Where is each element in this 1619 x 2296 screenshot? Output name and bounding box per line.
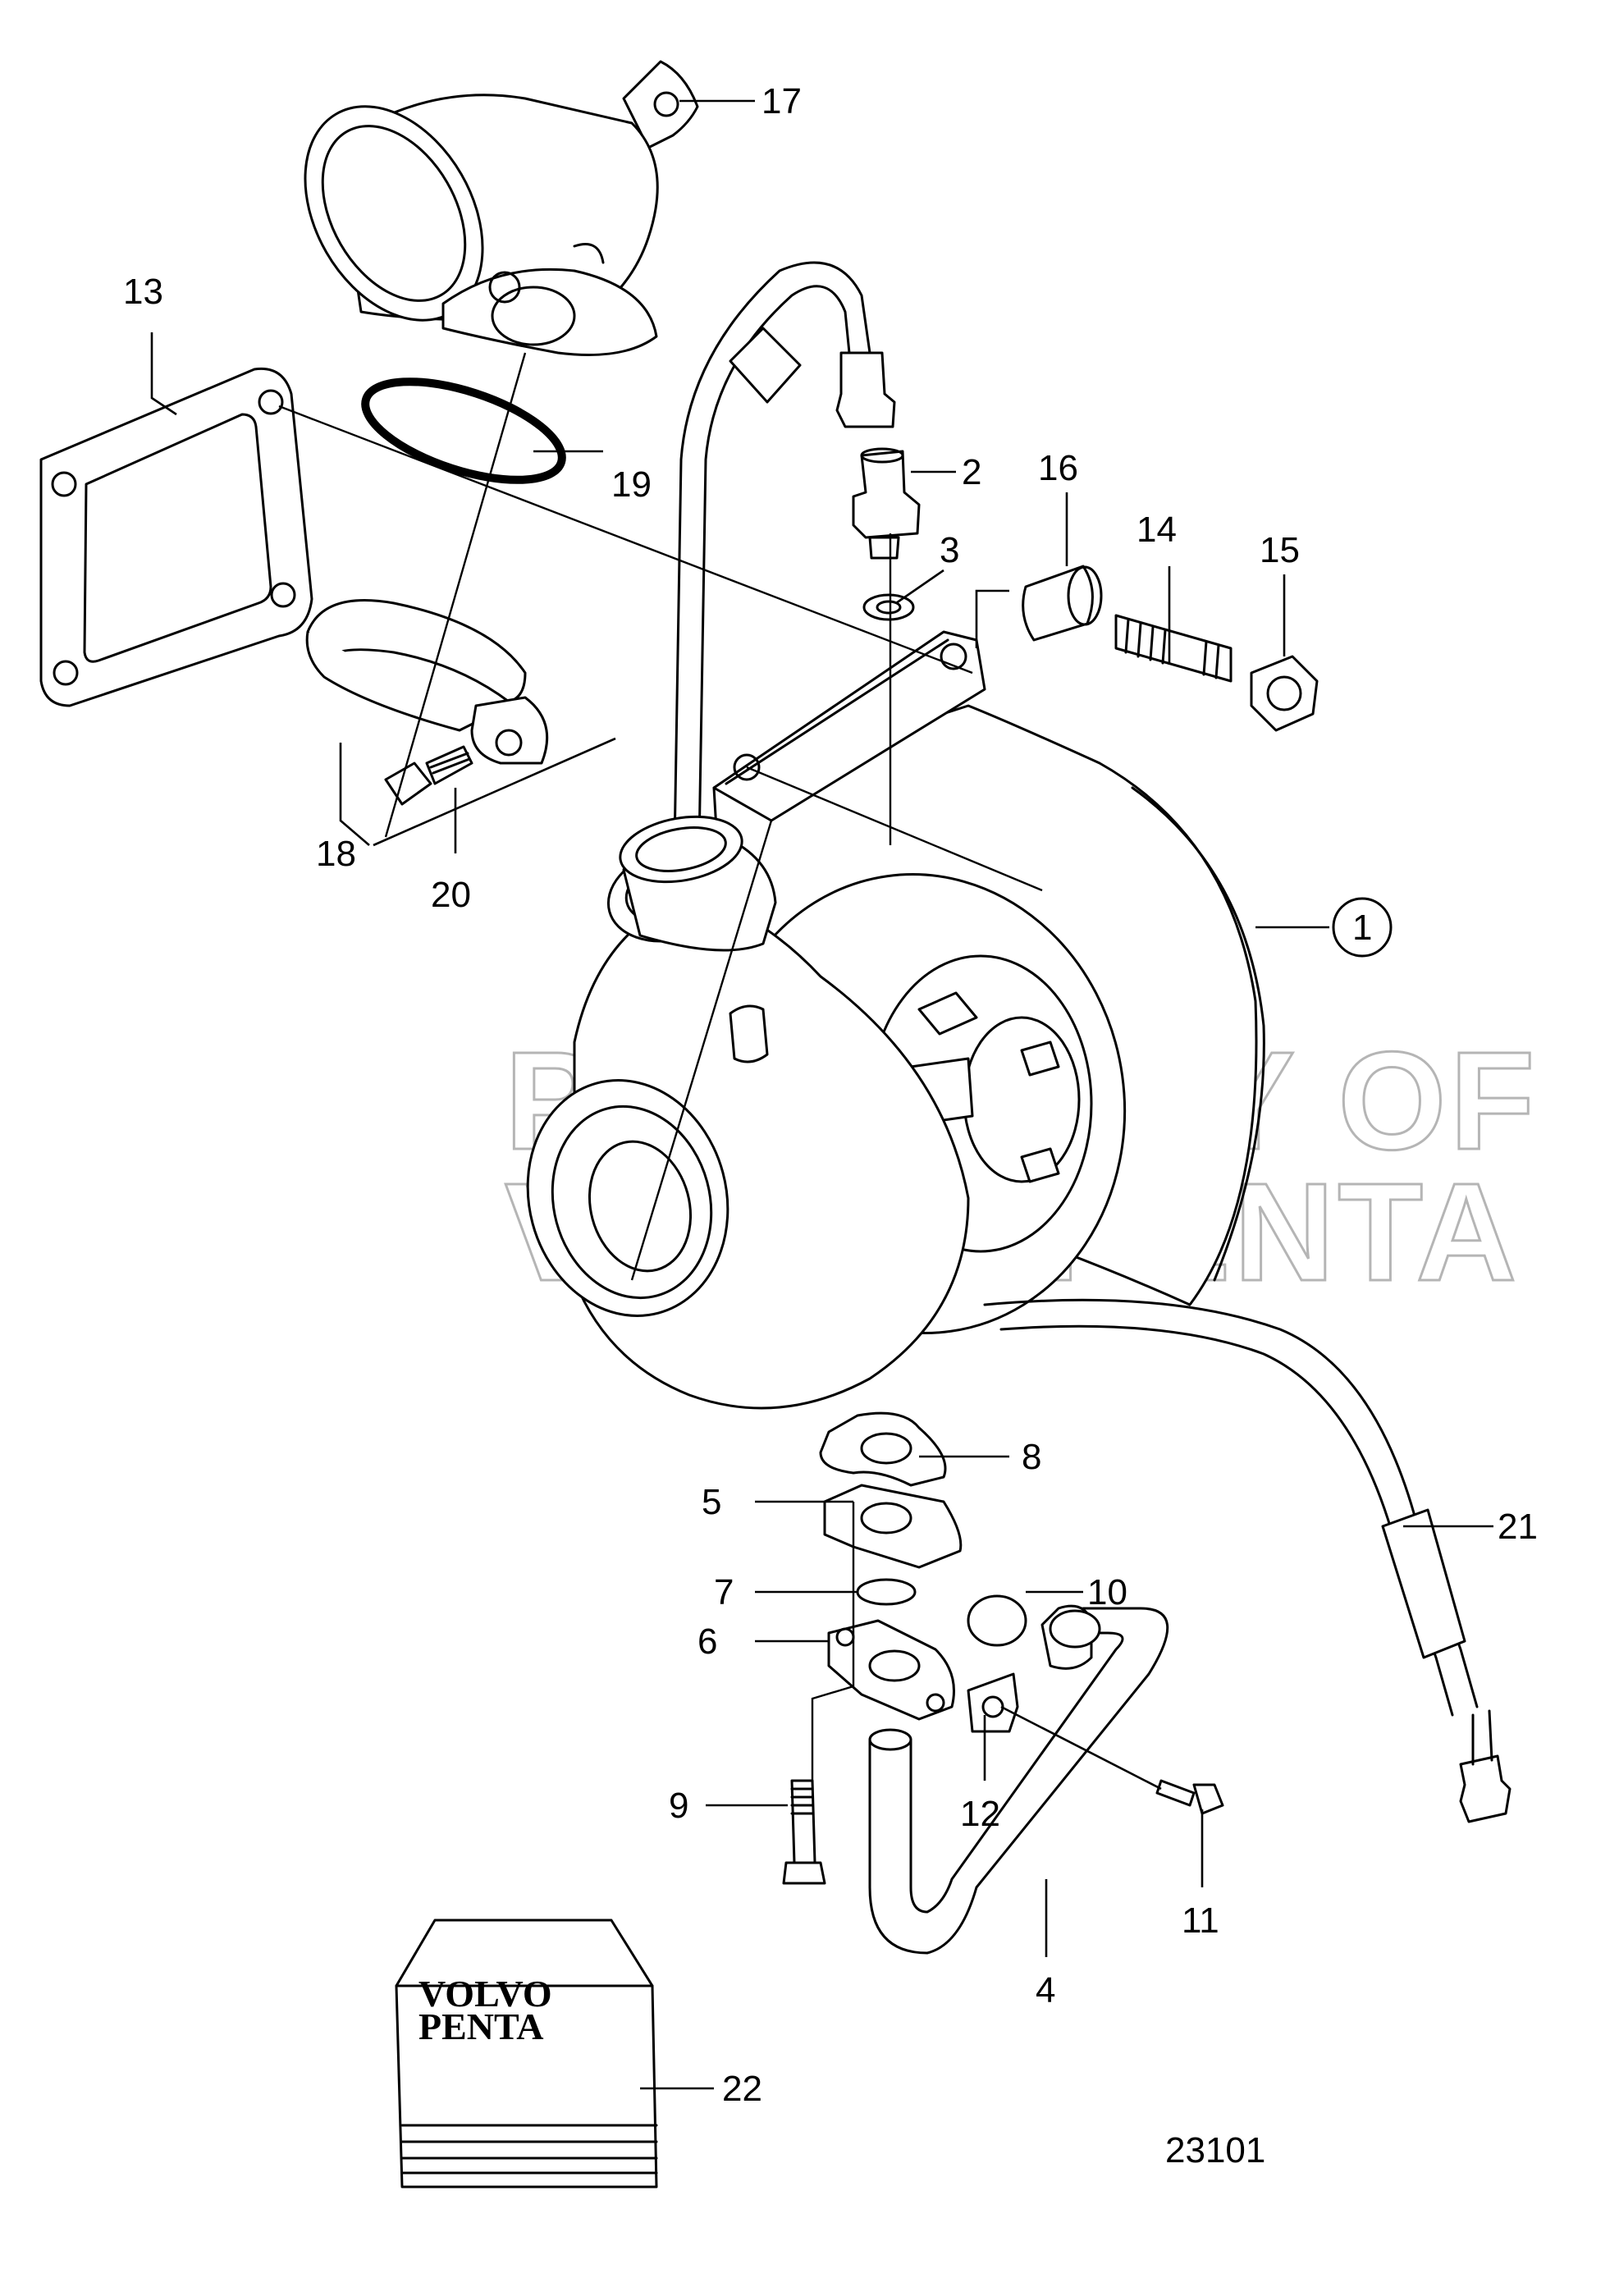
clip-bolt bbox=[1155, 1779, 1224, 1815]
drain-flange-stack bbox=[819, 1411, 963, 1721]
pipe-clip bbox=[967, 1672, 1019, 1733]
callout-22: 22 bbox=[722, 2069, 762, 2109]
v-band-clamp bbox=[305, 599, 549, 765]
drain-o-ring bbox=[967, 1594, 1027, 1647]
callout-labels: 1 2 3 4 5 6 7 8 9 10 11 12 13 14 15 16 1… bbox=[123, 81, 1538, 2170]
callout-12: 12 bbox=[960, 1794, 1000, 1834]
callout-5: 5 bbox=[702, 1482, 721, 1522]
callout-3: 3 bbox=[940, 530, 959, 570]
compressor-housing bbox=[526, 815, 1127, 1410]
stud-nut-spacer bbox=[1022, 565, 1319, 732]
callout-2: 2 bbox=[962, 452, 981, 492]
callout-8: 8 bbox=[1022, 1437, 1041, 1477]
instruction-manual: VOLVO PENTA bbox=[395, 1919, 658, 2189]
leader-lines bbox=[150, 99, 1493, 2090]
callout-4: 4 bbox=[1036, 1970, 1055, 2010]
seal-ring bbox=[361, 377, 566, 484]
callout-15: 15 bbox=[1260, 530, 1300, 570]
callout-10: 10 bbox=[1087, 1572, 1127, 1612]
callout-9: 9 bbox=[669, 1786, 688, 1826]
manual-brand-line1: VOLVO bbox=[418, 1973, 552, 2015]
callout-14: 14 bbox=[1137, 510, 1177, 550]
oil-adapter bbox=[852, 447, 921, 621]
callout-1: 1 bbox=[1352, 908, 1372, 948]
oil-feed-pipe bbox=[671, 261, 896, 945]
callout-20: 20 bbox=[431, 875, 471, 915]
callout-13: 13 bbox=[123, 272, 163, 312]
callout-19: 19 bbox=[611, 464, 652, 505]
callout-7: 7 bbox=[714, 1572, 734, 1612]
exhaust-elbow bbox=[304, 60, 699, 356]
oil-return-pipe bbox=[983, 1298, 1512, 1823]
callout-11: 11 bbox=[1182, 1900, 1219, 1941]
callout-21: 21 bbox=[1498, 1507, 1538, 1547]
callout-6: 6 bbox=[697, 1621, 717, 1662]
flange-bolt bbox=[782, 1779, 826, 1885]
callout-18: 18 bbox=[316, 834, 356, 874]
callout-16: 16 bbox=[1038, 448, 1078, 488]
callout-17: 17 bbox=[761, 81, 802, 121]
oil-drain-tube bbox=[868, 1604, 1169, 1955]
drawing-number: 23101 bbox=[1165, 2130, 1265, 2170]
gasket-plate bbox=[39, 367, 313, 707]
manual-brand-line2: PENTA bbox=[418, 2006, 544, 2047]
